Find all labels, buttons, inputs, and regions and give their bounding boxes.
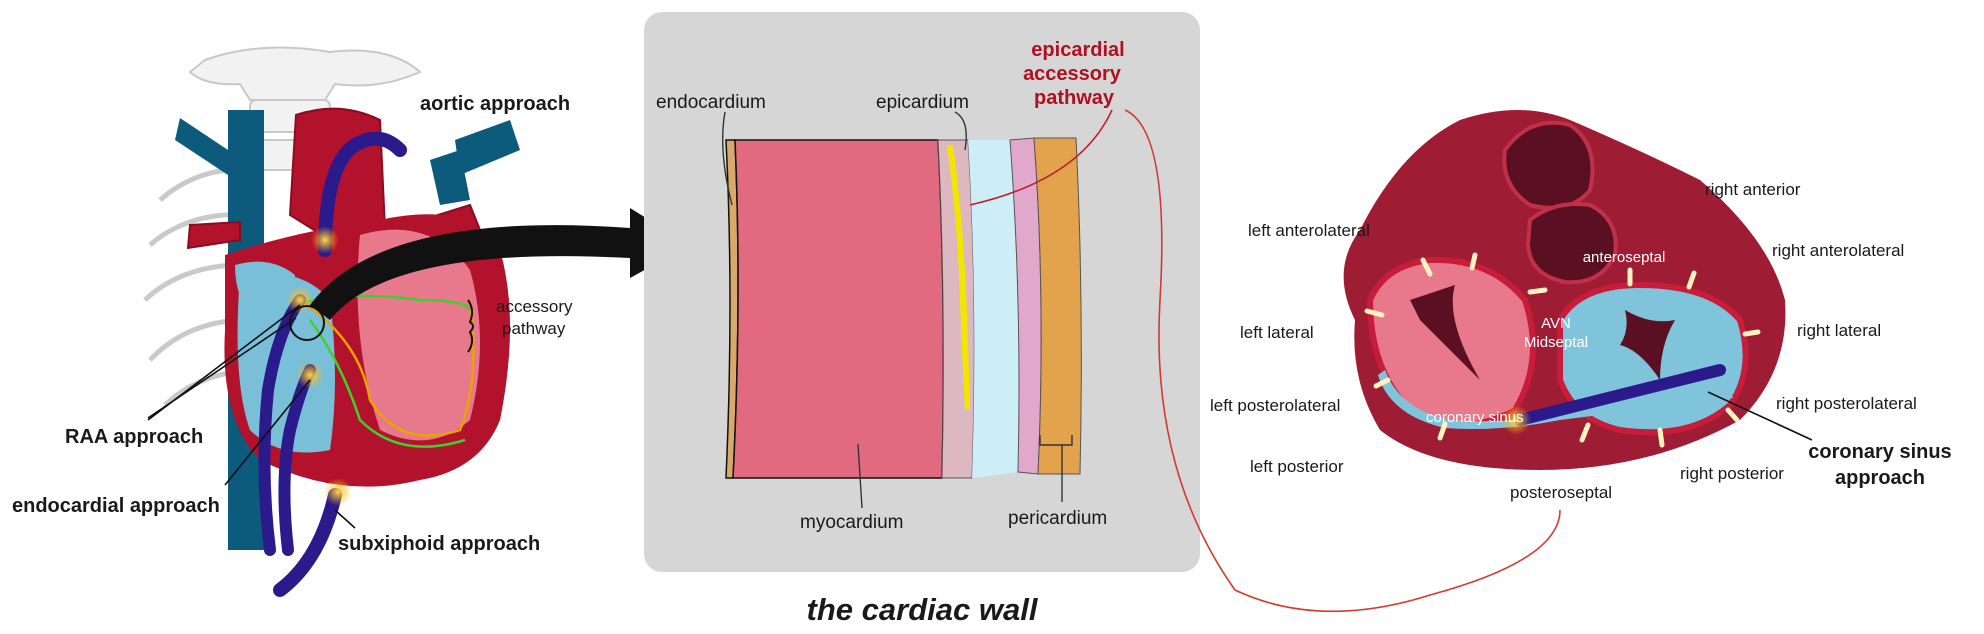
epicardial-pathway-label-line1: epicardial <box>1031 39 1124 61</box>
aortic-catheter <box>318 131 407 257</box>
label-cs-approach-line2: approach <box>1835 467 1925 489</box>
label-left-anterolateral: left anterolateral <box>1248 221 1370 240</box>
pericardial-space <box>968 140 1019 478</box>
label-right-anterolateral: right anterolateral <box>1772 241 1904 260</box>
accessory-bracket <box>467 299 474 353</box>
cs-catheter <box>1514 364 1726 426</box>
cardiac-wall-panel: endocardium epicardium epicardial access… <box>644 12 1561 627</box>
cs-approach-leader <box>1707 391 1813 441</box>
raa-approach-label: RAA approach <box>65 426 203 448</box>
mitral-orifice <box>1410 285 1480 380</box>
epicardial-pathway <box>947 145 970 410</box>
valve-plane-diagram: right anterior left anterolateral right … <box>1210 110 1952 502</box>
epicardial-pathway-label-line2: accessory <box>1023 63 1122 85</box>
cs-catheter-tip-glow <box>1501 405 1531 435</box>
zoom-arrow <box>310 208 690 320</box>
label-left-lateral: left lateral <box>1240 323 1314 342</box>
pericardium-outer-layer <box>1033 137 1082 475</box>
label-left-posterior: left posterior <box>1250 457 1344 476</box>
left-ventricle <box>357 229 480 441</box>
label-avn: AVN <box>1541 315 1571 332</box>
label-coronary-sinus: coronary sinus <box>1426 409 1524 426</box>
subxiphoid-catheter <box>273 488 342 597</box>
label-left-posterolateral: left posterolateral <box>1210 396 1340 415</box>
tricuspid-orifice <box>1620 310 1675 380</box>
aortic-approach-label: aortic approach <box>420 93 570 115</box>
subxiphoid-approach-label: subxiphoid approach <box>338 533 540 555</box>
pericardium-label: pericardium <box>1008 508 1107 529</box>
endocardium-label: endocardium <box>656 92 766 113</box>
accessory-pathway-label-line1: accessory <box>496 297 573 316</box>
myocardium-layer <box>732 139 945 479</box>
accessory-pathway-label-line2: pathway <box>502 319 566 338</box>
label-anteroseptal: anteroseptal <box>1583 249 1666 266</box>
label-midseptal: Midseptal <box>1524 334 1588 351</box>
aortic-root <box>1502 120 1595 210</box>
endocardial-approach-label: endocardial approach <box>12 495 220 517</box>
pathway-markers <box>1364 252 1761 448</box>
epicardium-label: epicardium <box>876 92 969 113</box>
label-posteroseptal: posteroseptal <box>1510 483 1612 502</box>
label-right-posterolateral: right posterolateral <box>1776 394 1917 413</box>
label-cs-approach-line1: coronary sinus <box>1808 441 1951 463</box>
epicardial-pathway-label-line3: pathway <box>1034 87 1115 109</box>
label-right-posterior: right posterior <box>1680 464 1784 483</box>
label-right-lateral: right lateral <box>1797 321 1881 340</box>
heart-illustration: aortic approach accessory pathway RAA ap… <box>12 46 690 597</box>
wall-leader-lines <box>721 109 1561 613</box>
right-atrium <box>235 261 295 320</box>
heart-leader-lines <box>147 304 356 529</box>
label-right-anterior: right anterior <box>1705 180 1801 199</box>
cardiac-wall-caption: the cardiac wall <box>807 592 1039 627</box>
pulmonary-root <box>1525 202 1618 285</box>
myocardium-label: myocardium <box>800 512 903 533</box>
